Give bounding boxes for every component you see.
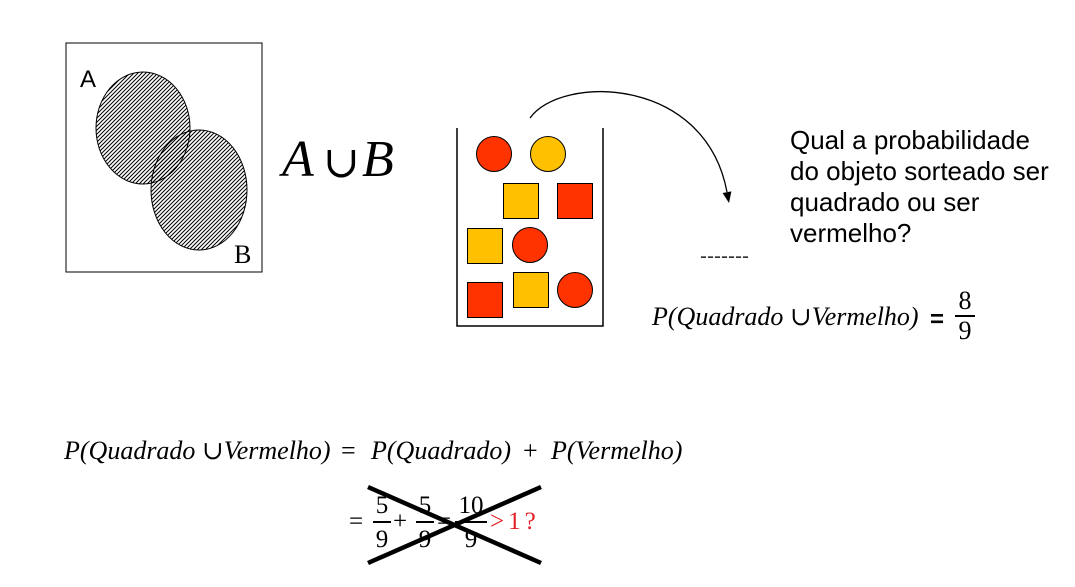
set-b-outline — [150, 129, 248, 251]
sum-rule-term-vermelho: P(Vermelho) — [551, 436, 683, 465]
conclusion-text: >1? — [490, 508, 540, 535]
fraction-bar — [416, 521, 434, 523]
yellow-circle — [530, 136, 566, 172]
red-circle — [557, 272, 593, 308]
set-a-region — [96, 72, 190, 184]
sum-rule-equals: = — [341, 436, 356, 465]
frac2-numerator: 5 — [418, 492, 432, 519]
sum-rule-lhs: P(Quadrado ∪Vermelho) — [64, 436, 331, 465]
fraction-bar — [955, 315, 975, 317]
set-a-outline — [95, 71, 191, 185]
sum-rule-plus: + — [523, 436, 538, 465]
red-circle — [512, 227, 548, 263]
red-circle — [476, 136, 512, 172]
red-square — [557, 183, 593, 219]
question-text: Qual a probabilidade do objeto sorteado … — [790, 125, 1049, 249]
union-right-operand: B — [362, 131, 394, 188]
calc-plus: + — [393, 508, 408, 535]
dashed-mark: ------- — [700, 245, 749, 268]
union-left-operand: A — [282, 131, 314, 188]
question-line: do objeto sorteado ser — [790, 156, 1049, 186]
union-symbol: ∪ — [323, 137, 360, 188]
result-numerator: 8 — [958, 286, 972, 315]
frac3-denominator: 9 — [464, 526, 478, 553]
frac2-denominator: 9 — [418, 526, 432, 553]
result-denominator: 9 — [958, 316, 972, 345]
question-line: vermelho? — [790, 218, 912, 248]
question-line: Qual a probabilidade — [790, 125, 1030, 155]
arrow-head-icon — [722, 191, 732, 203]
set-a-label: A — [80, 66, 97, 93]
fraction-bar — [373, 521, 391, 523]
calc-equals: = — [437, 508, 452, 535]
frac3-numerator: 10 — [458, 492, 484, 519]
yellow-square — [467, 228, 503, 264]
frac1-denominator: 9 — [375, 526, 389, 553]
frac1-numerator: 5 — [375, 492, 389, 519]
result-equals: = — [930, 306, 945, 333]
yellow-square — [503, 183, 539, 219]
set-b-region — [151, 130, 247, 250]
result-lhs: P(Quadrado ∪Vermelho) — [652, 302, 919, 331]
set-b-label: B — [234, 240, 252, 269]
fraction-bar — [455, 521, 487, 523]
question-line: quadrado ou ser — [790, 187, 980, 217]
sum-rule-term-quadrado: P(Quadrado) — [371, 436, 512, 465]
calc-equals: = — [349, 508, 364, 535]
yellow-square — [513, 272, 549, 308]
red-square — [467, 282, 503, 318]
